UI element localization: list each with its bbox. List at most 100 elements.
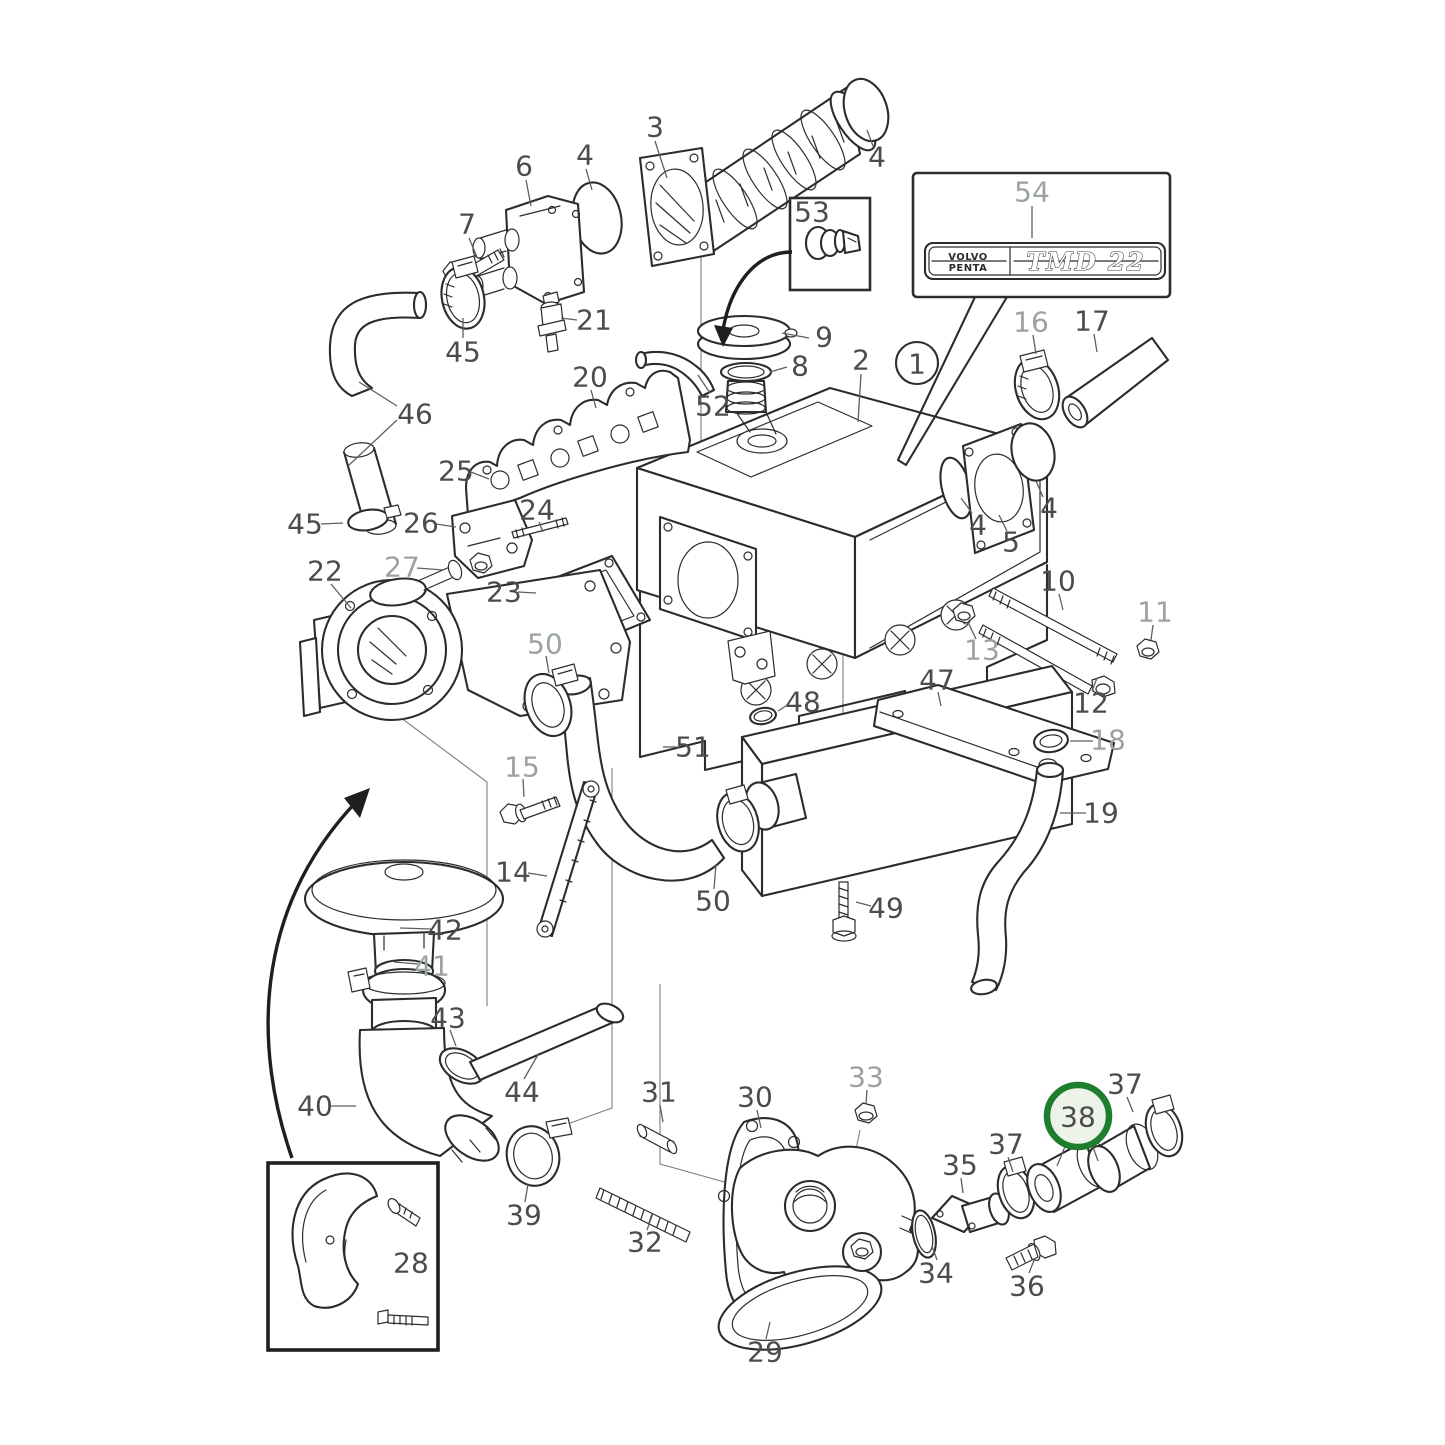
callout-35: 35	[942, 1149, 978, 1182]
part-16-clamp	[1013, 349, 1061, 421]
part-11-nut	[1136, 638, 1160, 660]
part-47-bracket	[872, 683, 1116, 786]
callout-43: 43	[430, 1002, 466, 1035]
leader-line-23	[517, 591, 537, 594]
callout-9: 9	[815, 321, 833, 354]
leader-line-3	[654, 140, 668, 179]
leader-line-14	[527, 872, 548, 877]
leader-line-17	[1093, 333, 1098, 353]
part-18-o-ring	[1033, 728, 1069, 772]
callout-2: 2	[852, 344, 870, 377]
part-45-clamp-upper	[440, 255, 486, 330]
leader-line-44	[523, 1052, 540, 1080]
leader-line-31	[659, 1104, 664, 1123]
leader-line-32	[646, 1212, 654, 1231]
part-9-filler-cap	[696, 314, 798, 361]
leader-line-16	[1032, 334, 1037, 355]
leader-line-27	[416, 567, 444, 571]
leader-line-46	[347, 419, 398, 467]
part-29-thermostat-housing	[717, 1145, 921, 1351]
part-24-stud	[511, 517, 569, 539]
callout-47: 47	[919, 664, 955, 697]
leader-line-35	[960, 1177, 964, 1194]
leader-line-10	[1058, 593, 1064, 611]
callout-15: 15	[504, 751, 540, 784]
callout-50: 50	[527, 628, 563, 661]
callout-29: 29	[747, 1336, 783, 1369]
badge-brand-line1: VOLVO	[948, 252, 988, 263]
filler-neck	[724, 379, 777, 435]
leader-line-2	[857, 373, 862, 423]
badge-model-text: TMD 22	[1027, 247, 1146, 276]
leader-line-30	[756, 1109, 762, 1129]
part-5-gasket	[939, 422, 1056, 555]
callout-25: 25	[438, 455, 474, 488]
callout-51: 51	[675, 731, 711, 764]
leader-line-5	[998, 514, 1008, 532]
callout-53: 53	[794, 196, 830, 229]
callout-13: 13	[964, 634, 1000, 667]
leader-line-34	[931, 1245, 938, 1261]
badge-brand-line2: PENTA	[949, 263, 988, 274]
part-28-heat-shield	[291, 1172, 379, 1309]
callout-11: 11	[1137, 596, 1173, 629]
leader-line-15	[522, 778, 525, 798]
leader-line-20	[590, 389, 597, 409]
callout-22: 22	[307, 555, 343, 588]
leader-line-4	[585, 168, 593, 191]
outlet-flange	[717, 1265, 883, 1351]
leader-line-36	[1028, 1257, 1036, 1274]
leader-lines-layer	[320, 129, 1154, 1340]
callout-14: 14	[495, 856, 531, 889]
leader-line-22	[330, 583, 352, 609]
callout-46: 46	[397, 398, 433, 431]
highlight-label: 38	[1060, 1101, 1096, 1134]
part-14-strap	[536, 780, 600, 938]
callout-41: 41	[414, 950, 450, 983]
callout-5: 5	[1002, 526, 1020, 559]
leader-line-52	[697, 374, 711, 394]
part-34-o-ring	[911, 1209, 937, 1259]
arrow-53-to-cap	[721, 250, 793, 331]
threaded-port	[783, 1179, 837, 1233]
part-10-stud	[988, 587, 1118, 665]
leader-line-12	[1091, 677, 1098, 692]
inset-box-53	[788, 196, 872, 292]
highlight-ring	[1043, 1081, 1113, 1151]
model-badge: VOLVO PENTA TMD 22	[923, 241, 1167, 281]
part-17-hose	[1061, 336, 1170, 429]
callout-36: 36	[1009, 1270, 1045, 1303]
leader-line-11	[1150, 624, 1154, 641]
part-44-hose	[468, 1002, 625, 1082]
leader-line-46	[358, 381, 398, 407]
leader-line-25	[470, 471, 490, 480]
leader-line-47	[937, 691, 942, 707]
callout-54: 54	[1014, 176, 1050, 209]
leader-line-7	[468, 237, 478, 258]
leader-line-4	[1035, 480, 1044, 498]
callout-28: 28	[393, 1247, 429, 1280]
leader-line-43	[449, 1029, 457, 1047]
part-40-elbow	[358, 1026, 500, 1163]
leader-line-41	[393, 961, 419, 965]
part-50-clamp-upper	[523, 663, 579, 738]
leader-line-4	[866, 129, 874, 147]
callout-40: 40	[297, 1090, 333, 1123]
leader-line-9	[781, 332, 810, 339]
callout-26: 26	[403, 507, 439, 540]
callout-4: 4	[576, 139, 594, 172]
o-ring-4-right	[842, 77, 890, 143]
leader-line-48	[777, 703, 790, 712]
callout-8: 8	[791, 350, 809, 383]
inset-box-28	[266, 1161, 440, 1352]
callout-37: 37	[1107, 1068, 1143, 1101]
part-8-ring	[719, 361, 773, 383]
part-19-hose	[970, 761, 1065, 996]
part-52-hose	[634, 350, 716, 398]
leader-line-26	[435, 523, 457, 528]
inset-box-54: VOLVO PENTA TMD 22	[896, 171, 1172, 467]
part-50-clamp-lower	[716, 784, 760, 853]
hose-sleeve	[1087, 1123, 1159, 1193]
